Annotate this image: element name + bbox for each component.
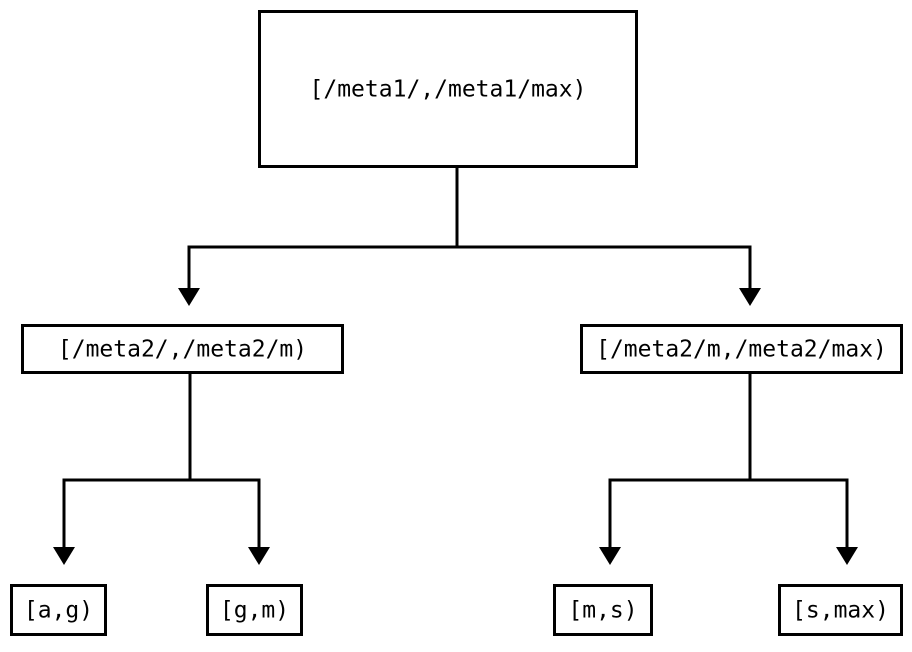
tree-edge <box>188 374 270 565</box>
tree-node-meta2-low[interactable]: [/meta2/,/meta2/m) <box>21 324 344 374</box>
edge-line <box>62 374 192 547</box>
edge-line <box>608 374 752 547</box>
tree-node-leaf-g-m[interactable]: [g,m) <box>206 584 303 636</box>
edge-line <box>188 374 261 547</box>
tree-node-leaf-m-s[interactable]: [m,s) <box>553 584 653 636</box>
edge-line <box>187 168 459 288</box>
arrowhead-icon <box>836 547 858 565</box>
tree-node-root[interactable]: [/meta1/,/meta1/max) <box>258 10 638 168</box>
tree-node-meta2-high[interactable]: [/meta2/m,/meta2/max) <box>580 324 903 374</box>
tree-edge <box>178 168 459 306</box>
tree-edge <box>455 168 761 306</box>
tree-edge <box>599 374 752 565</box>
node-label: [m,s) <box>568 598 637 624</box>
node-label: [g,m) <box>220 598 289 624</box>
tree-edge <box>53 374 192 565</box>
node-box[interactable] <box>206 584 303 636</box>
arrowhead-icon <box>178 288 200 306</box>
arrowhead-icon <box>53 547 75 565</box>
tree-edge <box>748 374 858 565</box>
node-box[interactable] <box>21 324 344 374</box>
node-label: [a,g) <box>24 598 93 624</box>
node-box[interactable] <box>258 10 638 168</box>
node-label: [/meta2/,/meta2/m) <box>58 337 307 363</box>
node-label: [/meta2/m,/meta2/max) <box>596 337 887 363</box>
edge-line <box>748 374 849 547</box>
tree-node-leaf-a-g[interactable]: [a,g) <box>10 584 107 636</box>
arrowhead-icon <box>739 288 761 306</box>
node-label: [s,max) <box>792 598 889 624</box>
edge-line <box>455 168 752 288</box>
edges-layer <box>53 168 858 565</box>
node-box[interactable] <box>580 324 903 374</box>
node-box[interactable] <box>778 584 903 636</box>
node-box[interactable] <box>553 584 653 636</box>
node-label: [/meta1/,/meta1/max) <box>310 77 587 103</box>
node-box[interactable] <box>10 584 107 636</box>
arrowhead-icon <box>248 547 270 565</box>
arrowhead-icon <box>599 547 621 565</box>
tree-node-leaf-s-max[interactable]: [s,max) <box>778 584 903 636</box>
nodes-layer: [/meta1/,/meta1/max) [/meta2/,/meta2/m) [/… <box>10 10 903 636</box>
